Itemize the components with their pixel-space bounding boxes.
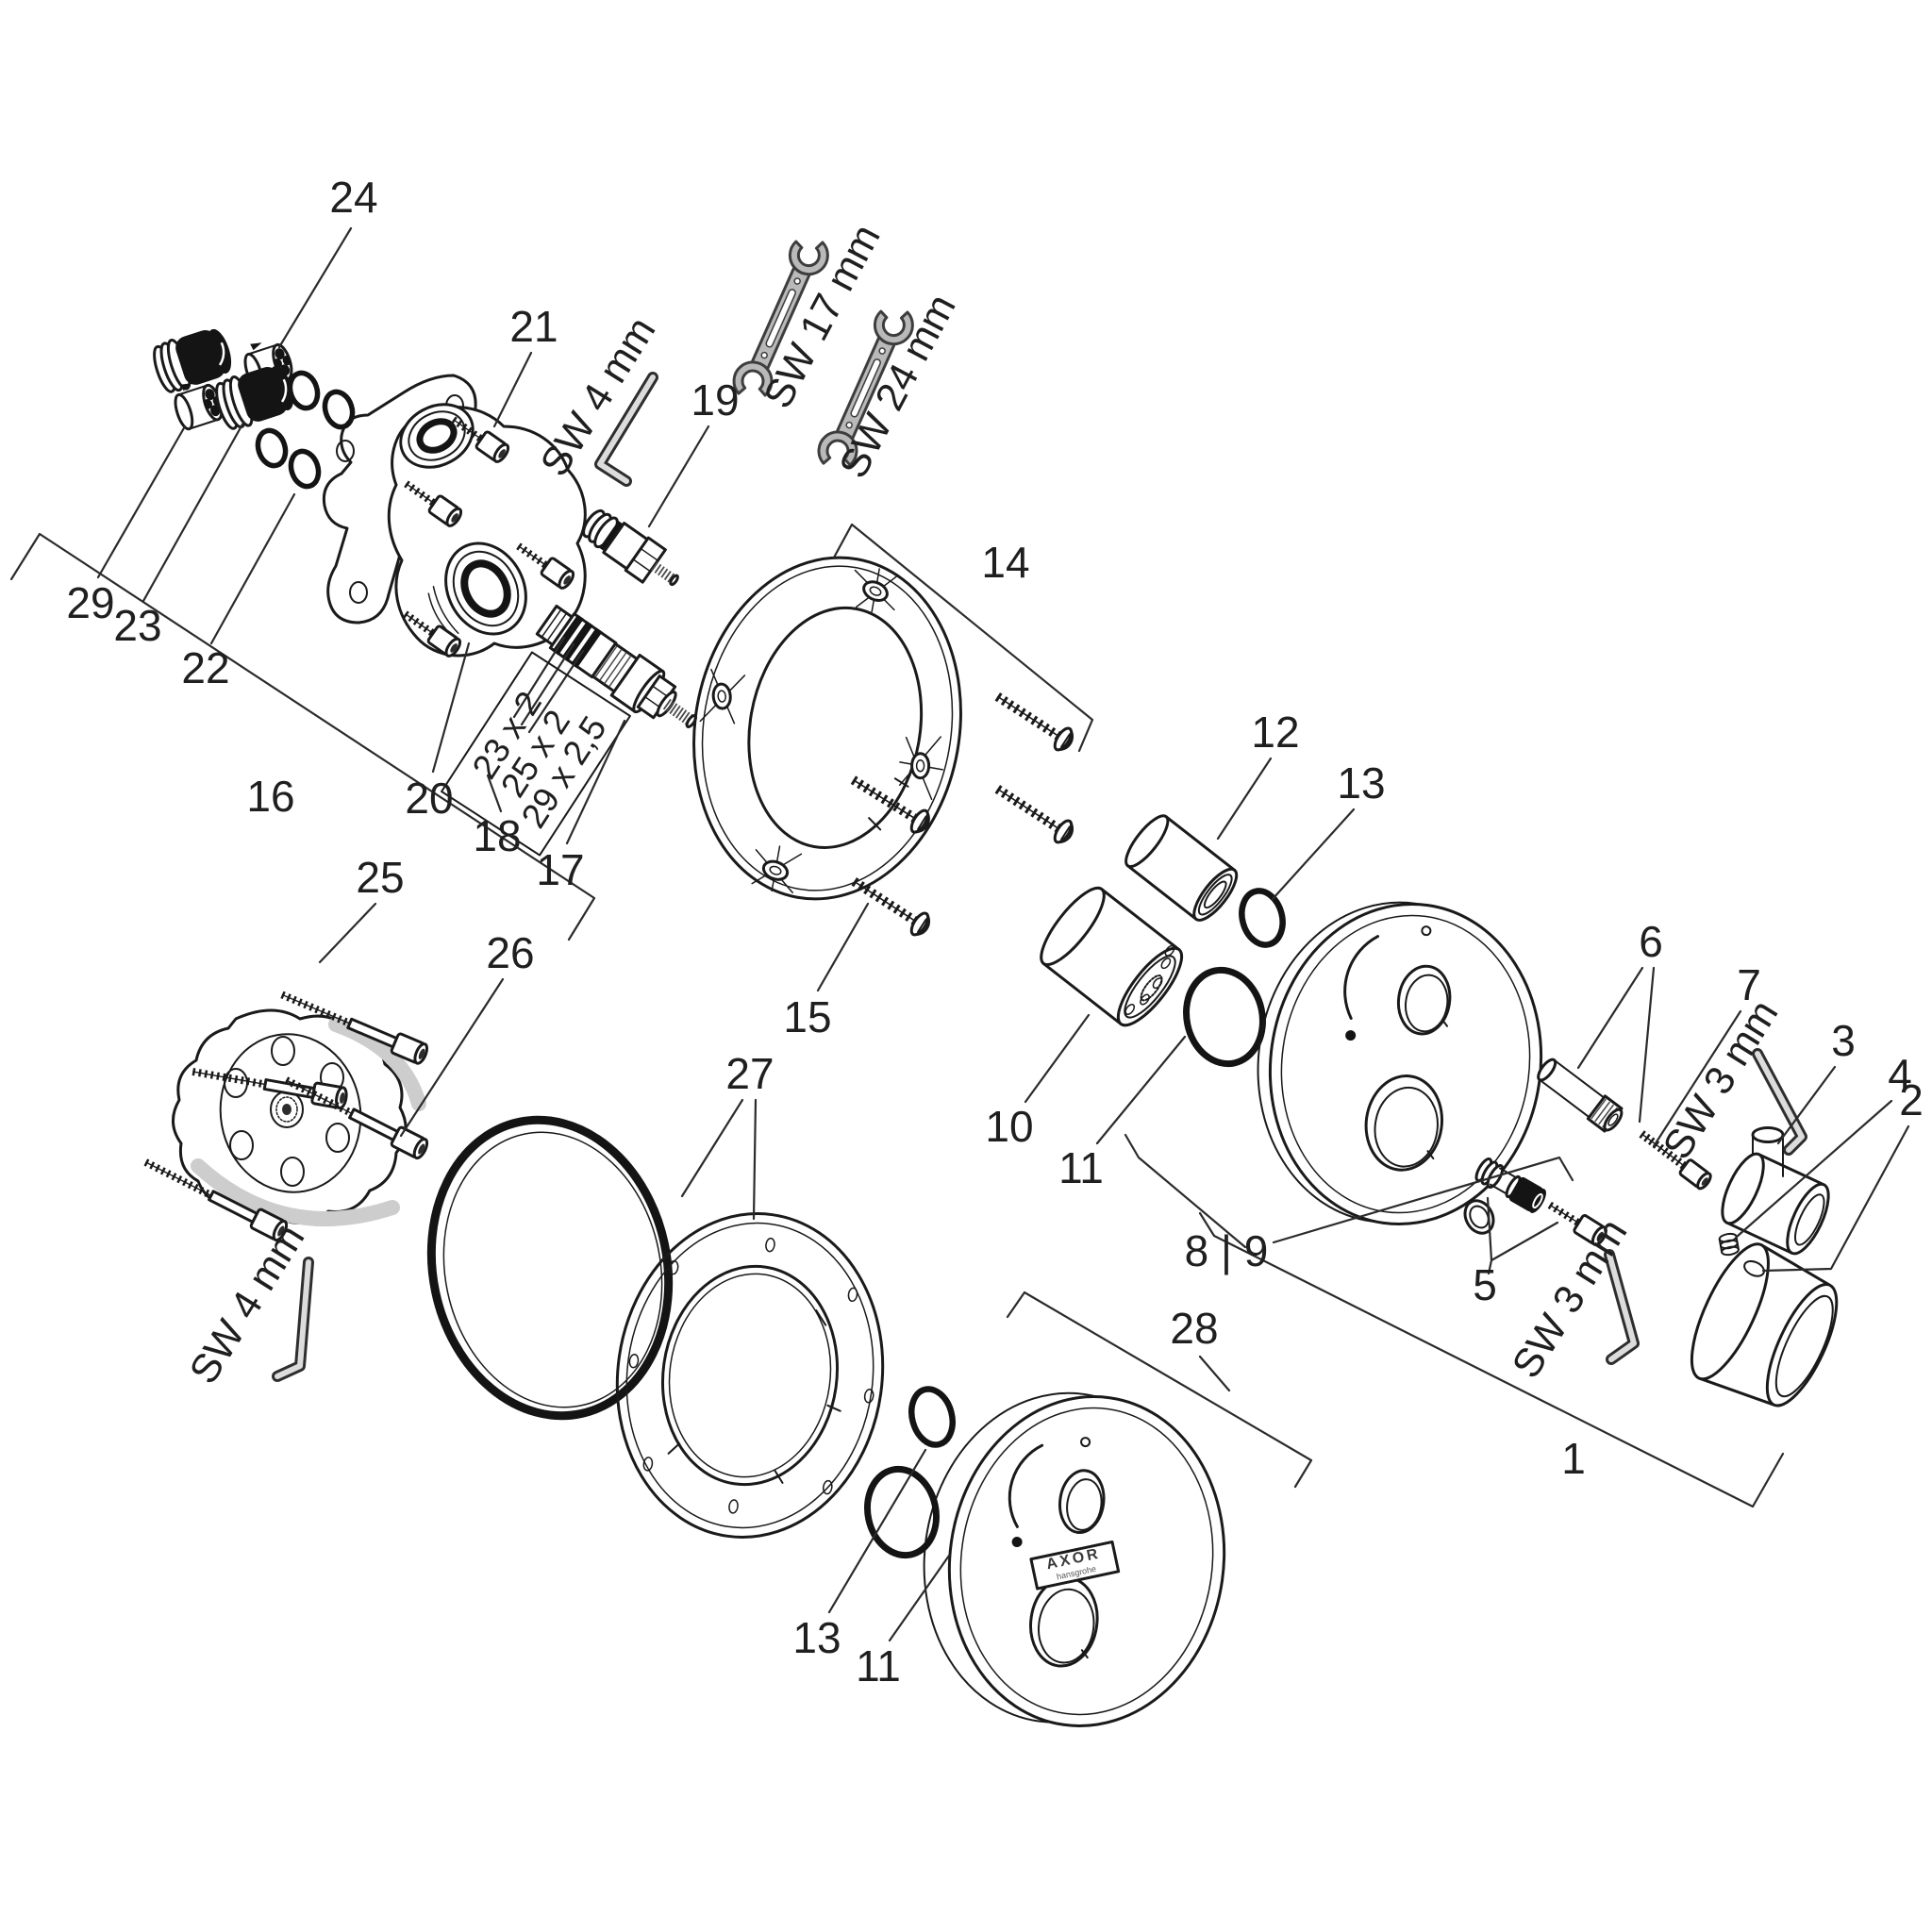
callout-25: 25 <box>356 853 404 902</box>
callout-12: 12 <box>1251 708 1299 757</box>
callout-6: 6 <box>1639 917 1663 966</box>
knob-2 <box>1690 1242 1839 1407</box>
cartridge-17 <box>535 604 698 728</box>
check-valve-set <box>148 323 300 434</box>
callout-13: 13 <box>1337 758 1385 808</box>
escutcheon-28: AXOR hansgrohe <box>923 1391 1226 1727</box>
o-ring-11 <box>864 1465 940 1559</box>
screw-7 <box>1639 1130 1712 1191</box>
o-rings-22 <box>255 370 356 490</box>
hex-key-3mm-bottom <box>1604 1249 1640 1365</box>
escutcheon-8-9 <box>1257 901 1543 1226</box>
callout-17: 17 <box>536 845 584 894</box>
callout-16: 16 <box>246 772 294 821</box>
adapter-25 <box>172 1008 426 1227</box>
label-sw24: SW 24 mm <box>831 287 965 485</box>
o-ring-27 <box>426 1115 674 1421</box>
callout-26: 26 <box>486 928 534 977</box>
cartridge-19 <box>582 508 679 587</box>
hex-key-4mm-top <box>594 372 658 487</box>
plaster-guard-14 <box>692 556 962 901</box>
callout-15: 15 <box>783 992 831 1041</box>
callout-8-9: 8 | 9 <box>1185 1226 1269 1275</box>
callout-4: 4 <box>1888 1050 1912 1099</box>
callout-5: 5 <box>1473 1260 1497 1309</box>
o-ring-11 <box>1183 966 1266 1068</box>
valve-body <box>387 403 587 658</box>
hex-key-3mm-top <box>1752 1048 1807 1156</box>
callout-10: 10 <box>985 1102 1033 1151</box>
valve-body-front-port <box>427 541 527 636</box>
callout-18: 18 <box>473 811 521 860</box>
o-ring-13 <box>1239 888 1286 948</box>
leader-lines <box>9 226 1910 1642</box>
callout-27: 27 <box>725 1049 774 1098</box>
callout-28: 28 <box>1170 1304 1218 1353</box>
hex-key-4mm-bottom <box>272 1257 314 1382</box>
callout-24: 24 <box>329 173 377 222</box>
callout-29: 29 <box>66 578 114 627</box>
o-ring-13 <box>908 1386 956 1448</box>
callout-11: 11 <box>1058 1143 1104 1192</box>
callout-22: 22 <box>181 643 229 692</box>
handle-3 <box>1721 1126 1830 1256</box>
callout-labels: 24 29 23 22 16 20 18 17 21 19 14 15 12 1… <box>66 173 1923 1690</box>
callout-23: 23 <box>113 601 161 650</box>
callout-1: 1 <box>1561 1434 1586 1483</box>
callout-7: 7 <box>1737 960 1761 1009</box>
callout-11b: 11 <box>856 1641 901 1690</box>
callout-13b: 13 <box>792 1613 841 1662</box>
carrier-ring-27 <box>615 1212 885 1539</box>
callout-3: 3 <box>1831 1016 1856 1065</box>
callout-19: 19 <box>691 375 739 425</box>
stop-ring-10 <box>1040 886 1184 1027</box>
sleeve-12 <box>1124 814 1239 922</box>
extension-6 <box>1537 1058 1624 1133</box>
callout-14: 14 <box>981 538 1029 587</box>
callout-21: 21 <box>509 302 558 351</box>
callout-20: 20 <box>405 774 453 823</box>
callout-2: 2 <box>1899 1075 1924 1124</box>
